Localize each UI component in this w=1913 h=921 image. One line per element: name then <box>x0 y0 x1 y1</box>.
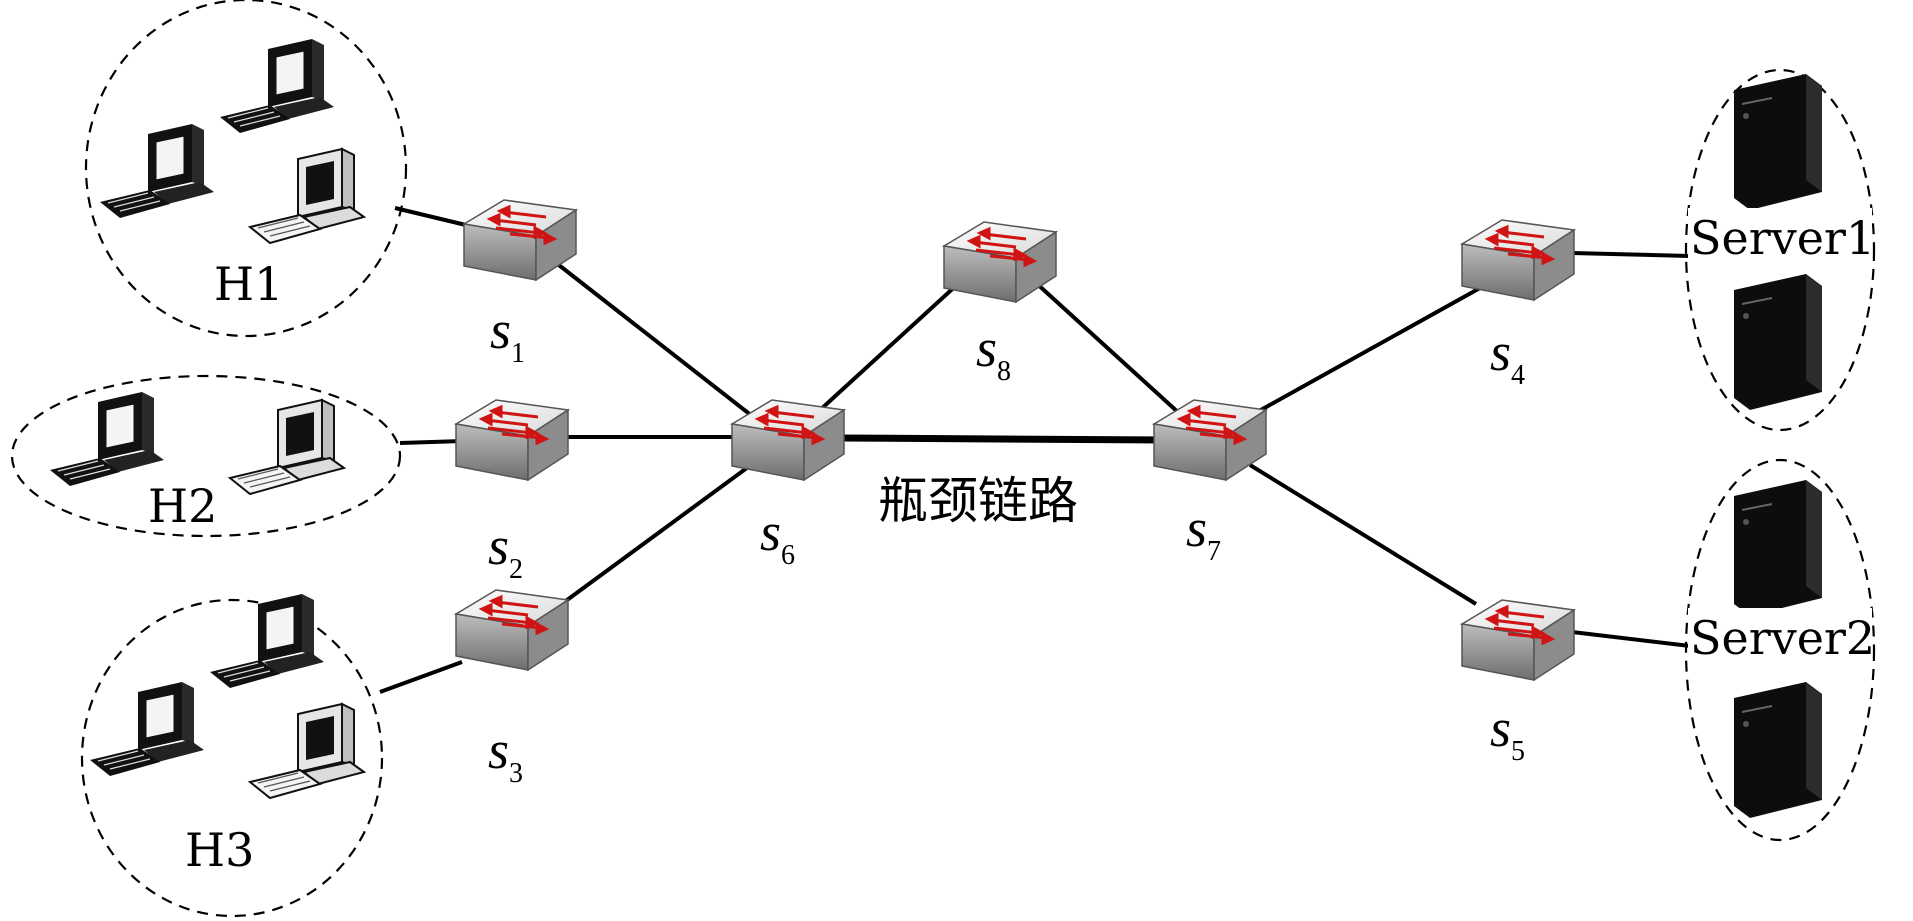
switch-s1-icon <box>462 198 578 282</box>
link-s3-s6 <box>546 460 757 616</box>
switch-s3-icon <box>454 588 570 672</box>
switch-s2-icon <box>454 398 570 482</box>
switch-s8-icon <box>942 220 1058 304</box>
switch-s4-label: s4 <box>1490 322 1525 391</box>
switch-s3-label: s3 <box>488 720 523 789</box>
switch-s1-label: s1 <box>490 300 525 369</box>
group-server1-label: Server1 <box>1690 211 1875 265</box>
link-h1-s1 <box>394 206 471 228</box>
computer-icon <box>49 391 165 487</box>
link-s6-s7-bottleneck <box>839 434 1171 444</box>
switch-s5-label: s5 <box>1490 698 1525 767</box>
link-s1-s6 <box>553 260 772 432</box>
computer-icon <box>249 148 365 244</box>
computer-icon <box>219 38 335 134</box>
group-server2-boundary <box>1684 458 1876 842</box>
link-h3-s3 <box>379 660 463 694</box>
computer-icon <box>229 399 345 495</box>
switch-s6-label: s6 <box>760 502 795 571</box>
server-icon <box>1733 479 1823 617</box>
switch-s8-label: s8 <box>976 318 1011 387</box>
link-s4-server1 <box>1571 251 1691 258</box>
servers <box>1733 73 1823 819</box>
link-s7-s4 <box>1249 286 1481 418</box>
group-h3-label: H3 <box>185 823 254 877</box>
group-server1-boundary <box>1684 68 1876 432</box>
h1-computers <box>99 38 365 244</box>
group-h2-label: H2 <box>148 479 217 533</box>
server-icon <box>1733 273 1823 411</box>
link-s6-s8 <box>818 280 962 412</box>
link-s8-s7 <box>1033 280 1182 416</box>
computer-icon <box>99 123 215 219</box>
switch-s7-icon <box>1152 398 1268 482</box>
switch-s7-label: s7 <box>1186 498 1221 567</box>
link-h2-s2 <box>399 439 464 445</box>
group-server2-label: Server2 <box>1690 611 1875 665</box>
switch-s5-icon <box>1460 598 1576 682</box>
computer-icon <box>209 593 325 689</box>
switch-s4-icon <box>1460 218 1576 302</box>
computer-icon <box>89 681 205 777</box>
bottleneck-link-label: 瓶颈链路 <box>878 472 1078 530</box>
link-s5-server2 <box>1571 630 1691 648</box>
server-icon <box>1733 73 1823 211</box>
group-h2-boundary <box>10 374 402 538</box>
h3-computers <box>89 593 365 799</box>
group-h1-boundary <box>84 0 408 338</box>
network-links <box>379 206 1691 694</box>
group-h1-label: H1 <box>214 257 283 311</box>
server-icon <box>1733 681 1823 819</box>
link-s7-s5 <box>1248 463 1478 606</box>
computer-icon <box>249 703 365 799</box>
group-h3-boundary <box>80 598 384 918</box>
switch-s2-label: s2 <box>488 516 523 585</box>
